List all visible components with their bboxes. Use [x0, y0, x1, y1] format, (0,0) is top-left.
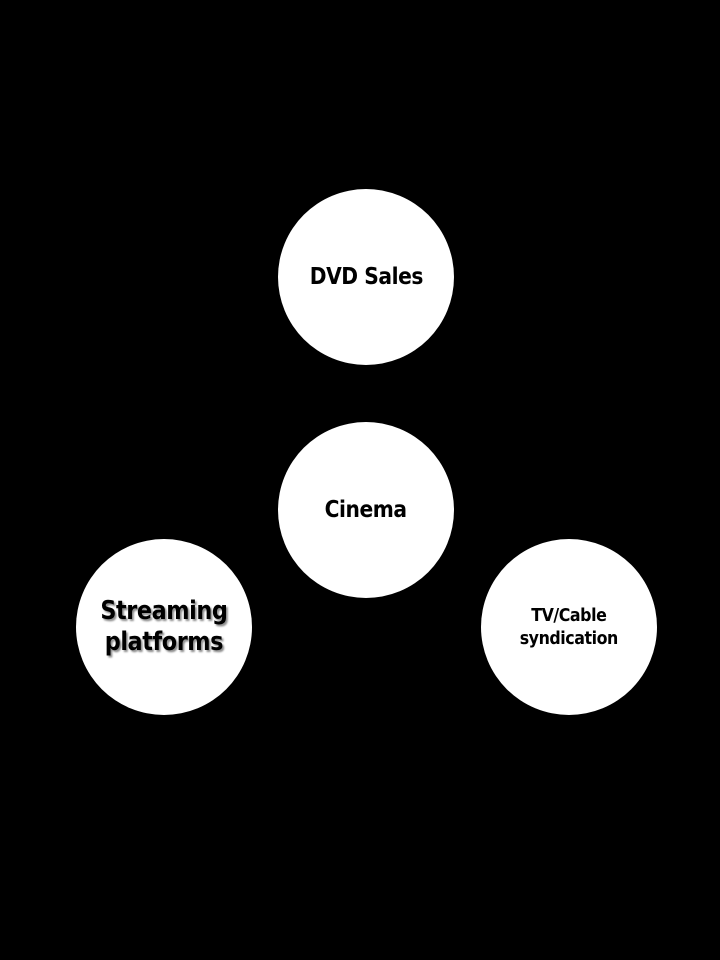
dvd-sales-node: DVD Sales [278, 189, 454, 365]
tv-cable-label-line2: syndication [519, 628, 619, 649]
cinema-node: Cinema [278, 422, 454, 598]
streaming-platforms-label-line1: Streaming [100, 596, 228, 626]
cinema-label: Cinema [324, 497, 408, 523]
streaming-platforms-node: Streaming platforms [76, 539, 252, 715]
tv-cable-label-line1: TV/Cable [531, 605, 607, 626]
streaming-platforms-label-line2: platforms [104, 627, 224, 657]
dvd-sales-label: DVD Sales [309, 264, 423, 290]
tv-cable-syndication-node: TV/Cable syndication [481, 539, 657, 715]
